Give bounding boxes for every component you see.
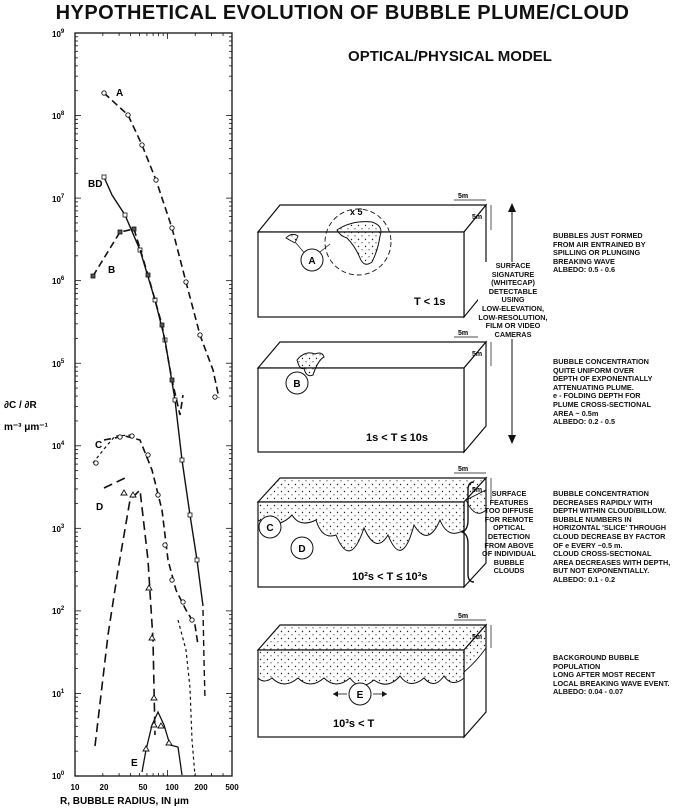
surface-features-note: SURFACE FEATURES TOO DIFFUSE FOR REMOTE … xyxy=(482,489,536,576)
panel-b-time: 1s < T ≤ 10s xyxy=(366,432,428,444)
curve-tail-2 xyxy=(202,609,206,701)
surface-signature-note: SURFACE SIGNATURE (WHITECAP) DETECTABLE … xyxy=(478,261,548,340)
x-tick-label: 100 xyxy=(165,783,179,792)
panel-e-time: 10³s < T xyxy=(333,718,375,730)
y-tick-label: 10 xyxy=(52,442,61,451)
panel-a-time: T < 1s xyxy=(414,296,446,308)
panel-a-scale-h: 5m xyxy=(458,193,468,200)
svg-text:106: 106 xyxy=(52,276,65,286)
x-tick-labels: 10 20 50 100 200 500 xyxy=(71,783,240,792)
panel-e-circle-label: E xyxy=(357,690,364,701)
y-tick-label: 10 xyxy=(52,525,61,534)
curve-b xyxy=(92,228,184,416)
curve-d xyxy=(94,488,156,747)
page-title: HYPOTHETICAL EVOLUTION OF BUBBLE PLUME/C… xyxy=(55,2,630,24)
curve-bd-markers xyxy=(101,174,200,563)
x-axis-title: R, BUBBLE RADIUS, IN μm xyxy=(60,796,189,807)
x-tick-label: 500 xyxy=(225,783,239,792)
svg-text:102: 102 xyxy=(52,606,65,616)
svg-text:107: 107 xyxy=(52,194,65,204)
panel-a-scale-v: 5m xyxy=(472,214,482,221)
svg-text:101: 101 xyxy=(52,689,65,699)
panel-cd-scale-h: 5m xyxy=(458,466,468,473)
curve-label-c: C xyxy=(95,440,102,451)
y-tick-label: 10 xyxy=(52,195,61,204)
curve-bd xyxy=(103,176,204,607)
curve-label-a: A xyxy=(116,88,123,99)
svg-text:100: 100 xyxy=(52,771,65,781)
panel-b-scale-h: 5m xyxy=(458,330,468,337)
panel-a-zoom: x 5 xyxy=(350,207,363,217)
x-tick-label: 20 xyxy=(100,783,109,792)
panel-a-circle-label: A xyxy=(308,256,315,267)
curve-label-b: B xyxy=(108,265,115,276)
y-tick-label: 10 xyxy=(52,690,61,699)
panel-cd-scale-v: 5m xyxy=(472,487,482,494)
panel-b: B 1s < T ≤ 10s 5m 5m xyxy=(256,330,492,454)
detection-brace xyxy=(459,481,475,583)
curve-label-bd: BD xyxy=(88,179,102,190)
panel-cd-circle-d: D xyxy=(298,544,305,555)
y-axis-units: m⁻³ μm⁻¹ xyxy=(4,422,49,433)
curve-c xyxy=(103,435,199,646)
x-tick-label: 10 xyxy=(71,783,80,792)
curve-a-markers xyxy=(101,90,218,400)
curve-b-markers xyxy=(90,226,175,383)
x-tick-label: 200 xyxy=(194,783,208,792)
panel-b-circle-label: B xyxy=(293,379,300,390)
curve-d-start xyxy=(103,477,126,489)
page-subtitle: OPTICAL/PHYSICAL MODEL xyxy=(348,48,552,65)
y-tick-label: 10 xyxy=(52,112,61,121)
panel-cd-circle-c: C xyxy=(266,523,273,534)
panel-e: E 10³s < T 5m 5m xyxy=(256,613,492,739)
panel-b-scale-v: 5m xyxy=(472,351,482,358)
panel-cd-time: 10²s < T ≤ 10³s xyxy=(352,571,427,583)
curve-e-markers xyxy=(142,721,173,752)
y-tick-label: 10 xyxy=(52,30,61,39)
x-axis-ticks xyxy=(74,33,233,776)
panel-cd: C D 10²s < T ≤ 10³s 5m 5m xyxy=(256,466,492,589)
curve-label-d: D xyxy=(96,502,103,513)
svg-text:103: 103 xyxy=(52,524,65,534)
y-tick-label: 10 xyxy=(52,772,61,781)
svg-text:109: 109 xyxy=(52,29,65,39)
y-tick-labels: 100 101 102 103 104 105 106 107 108 109 xyxy=(52,29,65,781)
plot-frame xyxy=(74,32,233,777)
curve-a xyxy=(103,92,220,399)
y-tick-label: 10 xyxy=(52,607,61,616)
curve-labels: A B BD C D E xyxy=(88,88,138,769)
curve-c-markers xyxy=(93,433,195,623)
y-axis-ticks xyxy=(75,36,232,777)
x-tick-label: 50 xyxy=(139,783,148,792)
panel-e-scale-v: 5m xyxy=(472,634,482,641)
curve-d-markers xyxy=(120,489,158,701)
curve-e xyxy=(141,710,183,776)
svg-text:104: 104 xyxy=(52,441,65,451)
panel-a: A x 5 T < 1s 5m 5m xyxy=(256,193,492,319)
y-axis-title: ∂C / ∂R xyxy=(4,400,37,411)
y-tick-label: 10 xyxy=(52,360,61,369)
svg-text:108: 108 xyxy=(52,111,65,121)
curve-tail xyxy=(177,619,196,777)
svg-text:105: 105 xyxy=(52,359,65,369)
curve-label-e: E xyxy=(131,758,138,769)
curve-c-start xyxy=(92,434,132,464)
y-tick-label: 10 xyxy=(52,277,61,286)
panel-e-scale-h: 5m xyxy=(458,613,468,620)
